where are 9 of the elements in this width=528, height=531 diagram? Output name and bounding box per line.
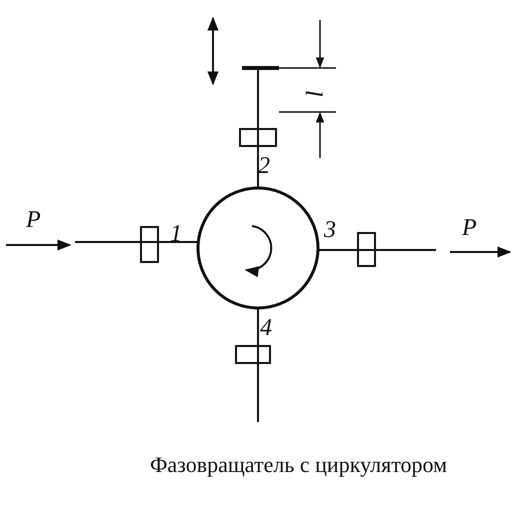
port-number: 4 [260, 316, 272, 340]
power-label: P [26, 208, 41, 232]
port-number: 1 [170, 222, 182, 246]
port-number: 2 [258, 154, 270, 178]
circulator-circle [196, 186, 320, 310]
port-number: 3 [324, 218, 336, 242]
power-label: P [462, 216, 477, 240]
caption: Фазовращатель с циркулятором [150, 452, 448, 478]
dimension-label: l [303, 90, 328, 98]
